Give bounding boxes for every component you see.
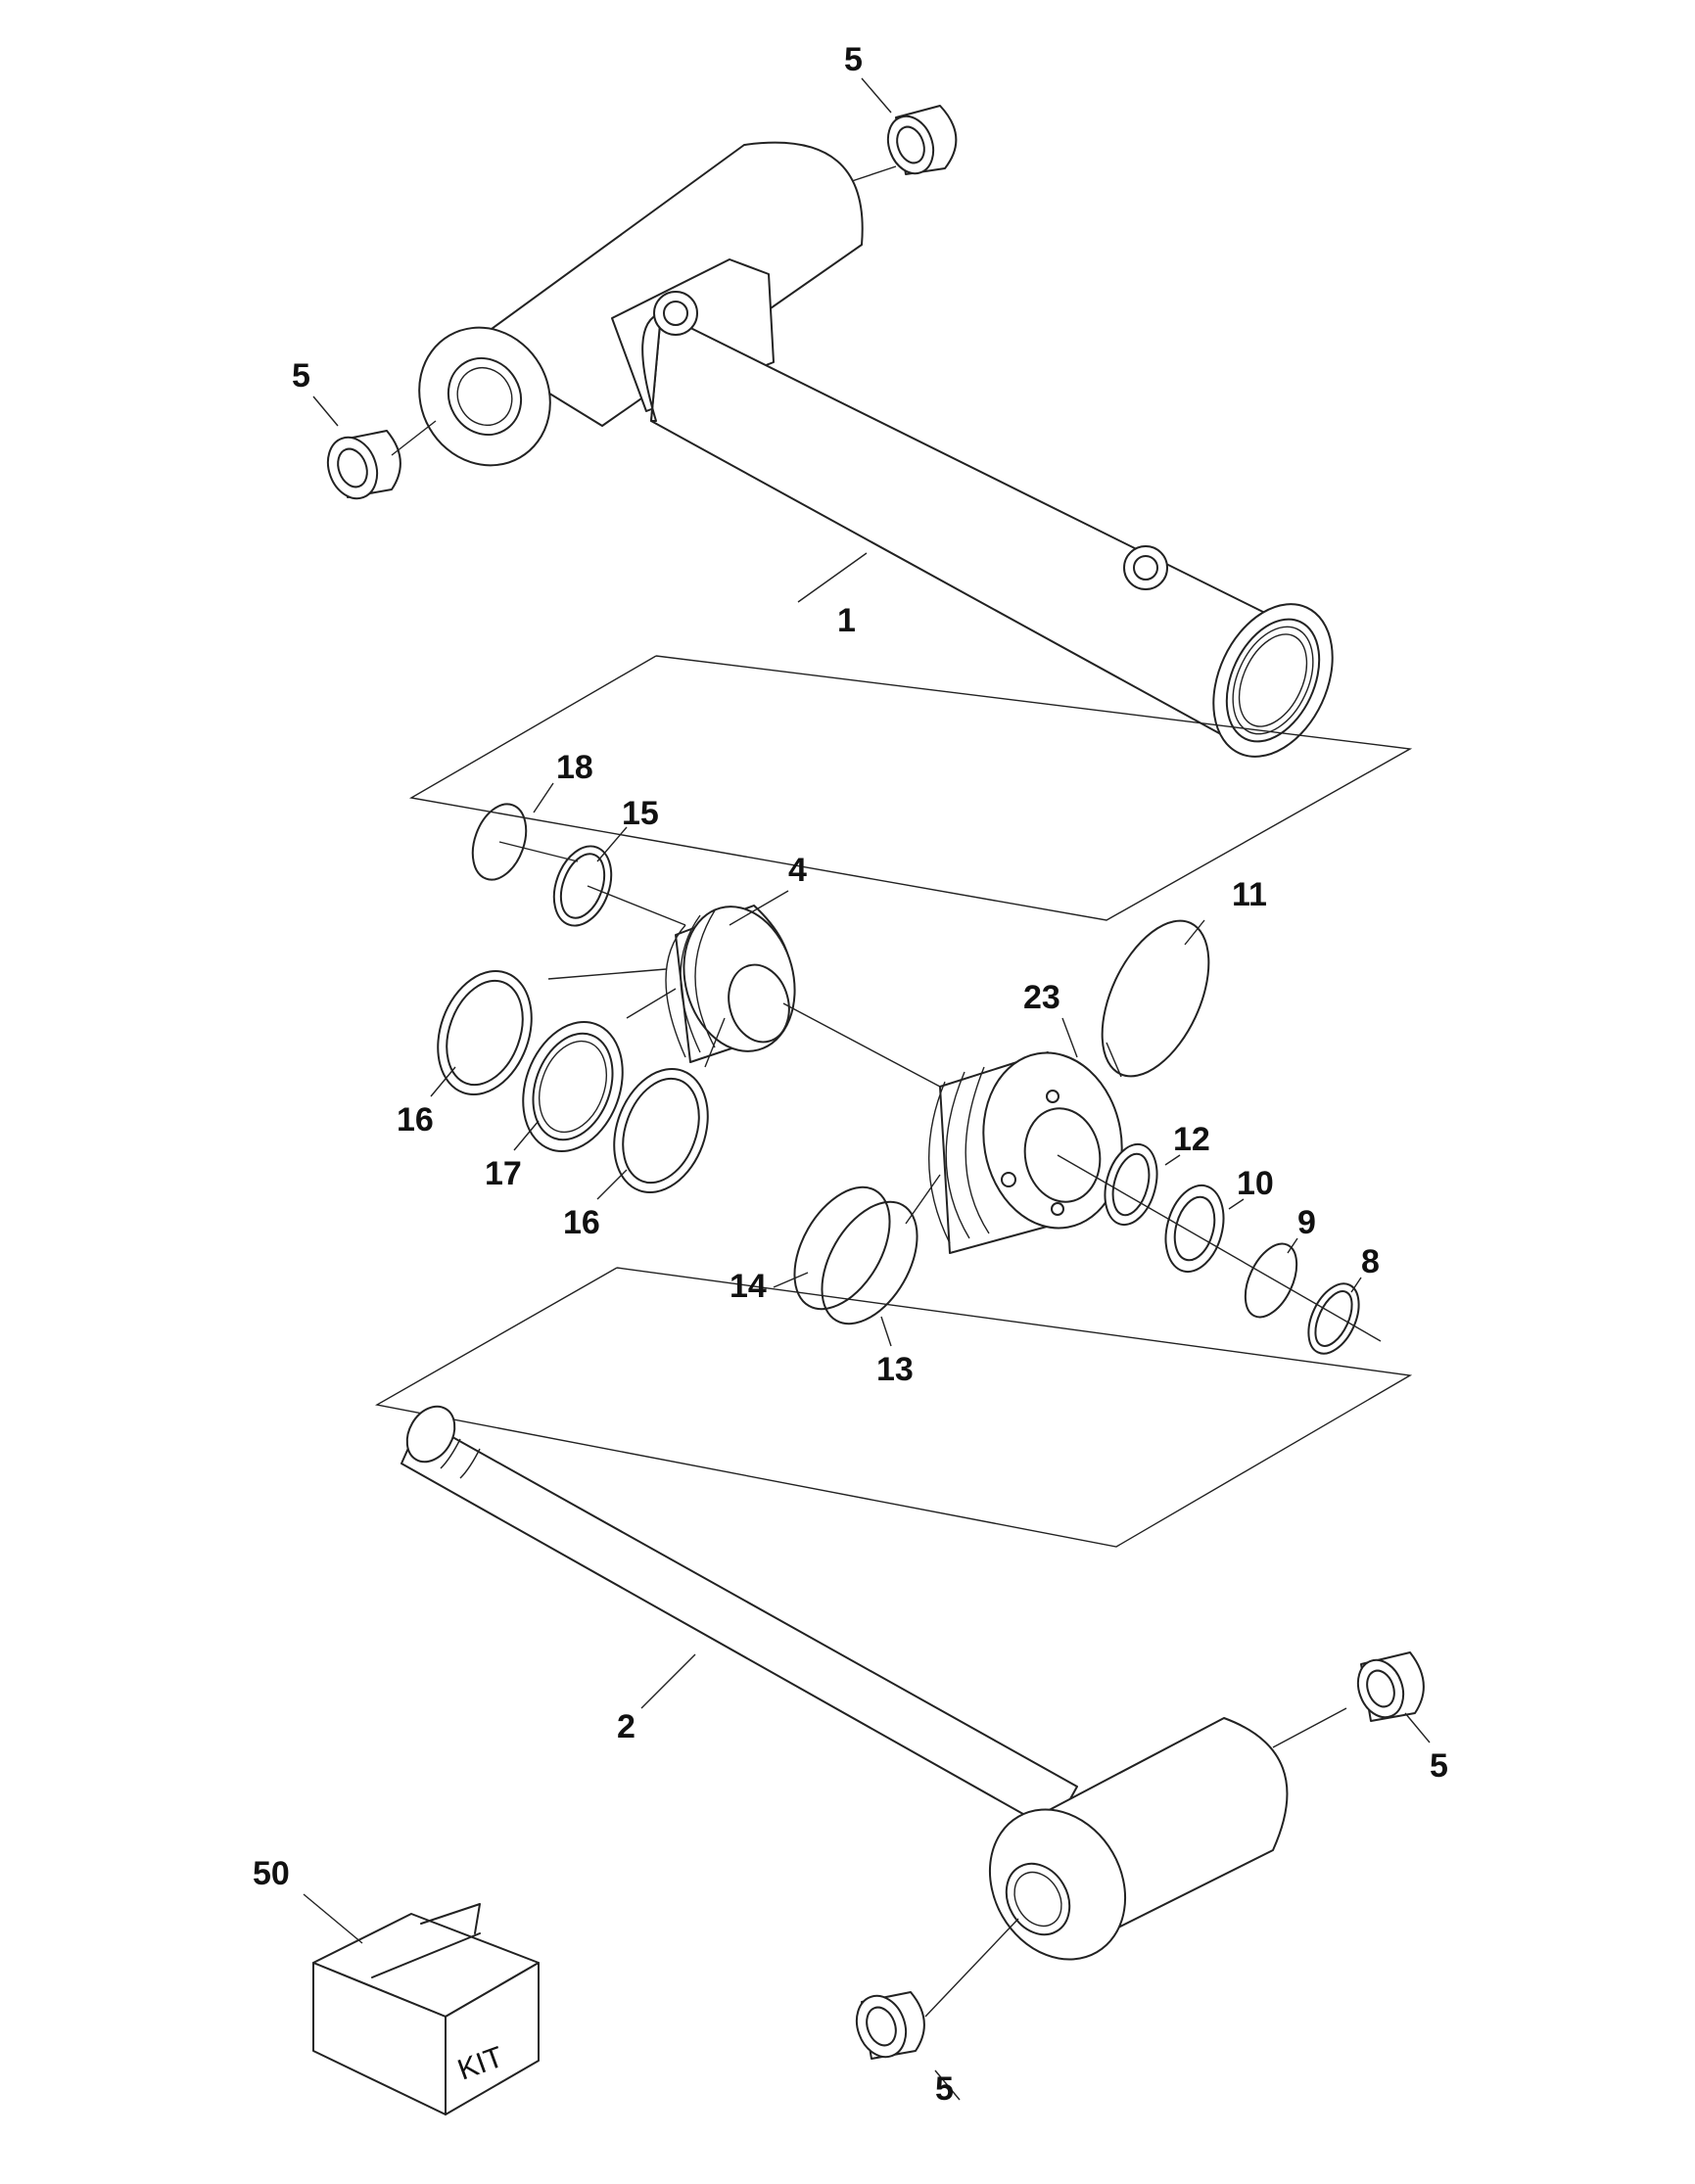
callout-16-lower: 16: [563, 1204, 600, 1241]
callout-16-upper: 16: [397, 1101, 434, 1138]
assembly-plane-lower: [375, 1267, 1413, 1548]
piston: [665, 905, 796, 1063]
bushing-top-left: [326, 430, 401, 500]
wear-ring-16-upper: [437, 970, 533, 1095]
callout-5-top-left: 5: [292, 357, 310, 395]
callout-50: 50: [253, 1855, 290, 1892]
bushing-top-right: [886, 105, 958, 175]
wear-ring-16-lower: [613, 1068, 709, 1193]
callout-10: 10: [1237, 1165, 1274, 1202]
callout-5-top-right: 5: [844, 41, 863, 78]
callout-14: 14: [730, 1268, 767, 1305]
callouts: 5 5 1 18 15 4 11 23 12 10 9 8 16 17 16 1…: [253, 41, 1448, 2108]
gland: [928, 1051, 1123, 1254]
callout-15: 15: [622, 795, 659, 832]
piston-seal-17: [522, 1021, 624, 1152]
bushing-bottom-left: [855, 1991, 925, 2060]
o-ring-11: [1101, 919, 1210, 1078]
snap-ring-18: [471, 803, 528, 881]
backup-ring-14: [793, 1185, 891, 1311]
callout-12: 12: [1173, 1121, 1210, 1158]
callout-17: 17: [485, 1155, 522, 1192]
bushing-bottom-right: [1356, 1651, 1425, 1722]
wear-ring-15: [552, 845, 613, 927]
callout-4: 4: [788, 852, 807, 889]
callout-11: 11: [1232, 876, 1267, 913]
wiper-10: [1164, 1184, 1225, 1274]
snap-ring-9: [1244, 1242, 1298, 1319]
piston-rod: [400, 1405, 1289, 1961]
callout-5-bottom-left: 5: [935, 2070, 954, 2108]
callout-23: 23: [1023, 979, 1060, 1016]
ring-8: [1307, 1282, 1360, 1355]
callout-9: 9: [1297, 1204, 1316, 1241]
callout-13: 13: [876, 1351, 914, 1388]
o-ring-13: [821, 1200, 918, 1325]
callout-2: 2: [617, 1708, 636, 1745]
kit-box: KIT: [312, 1903, 540, 2115]
callout-18: 18: [556, 749, 593, 786]
callout-8: 8: [1361, 1243, 1380, 1280]
callout-1: 1: [837, 602, 856, 639]
leader-lines: [303, 77, 1431, 2101]
assembly-plane-upper: [408, 655, 1413, 921]
callout-5-bottom-right: 5: [1430, 1747, 1448, 1785]
cylinder-barrel: [418, 141, 1334, 758]
